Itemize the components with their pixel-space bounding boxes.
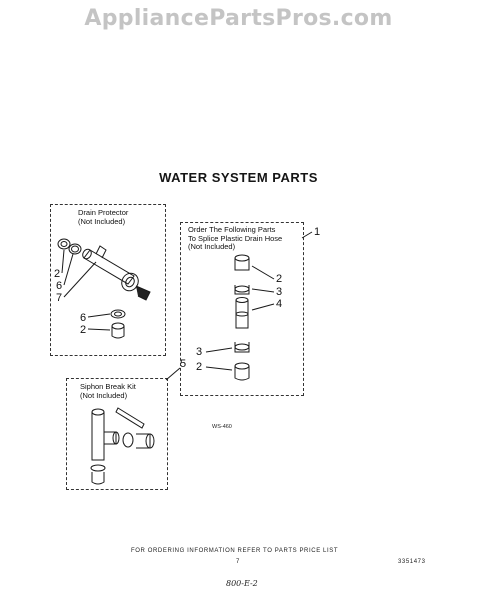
splice-kit-label-line3: (Not Included) [188,242,236,251]
drain-callout-2-top: 2 [54,268,61,280]
siphon-cap-icon [91,472,105,485]
splice-callout-3-top: 3 [276,286,283,298]
ordering-note: FOR ORDERING INFORMATION REFER TO PARTS … [131,548,339,554]
siphon-kit-ref-number: 5 [180,358,187,370]
splice-coupler-icon [235,300,249,329]
drain-callout-7: 7 [56,292,63,304]
siphon-kit-label-line1: Siphon Break Kit [80,382,136,391]
drain-callout-6-bottom: 6 [80,312,87,324]
splice-callout-2-top: 2 [276,273,283,285]
figure-code: WS-460 [212,424,232,430]
handwritten-note: 800-E-2 [226,579,258,588]
siphon-kit-box [66,378,168,490]
watermark-text: AppliancePartsPros.com [84,6,393,31]
page-number: 7 [236,559,240,565]
drain-callout-6-top: 6 [56,280,63,292]
siphon-rod-icon [115,407,145,429]
drain-protector-box [50,204,166,356]
part-number: 3351473 [398,559,426,565]
splice-callout-2-bottom: 2 [196,361,203,373]
siphon-tee-icon [91,412,105,461]
drain-washer-icon [57,238,71,250]
splice-callout-4: 4 [276,298,283,310]
splice-adapter-top-icon [234,258,250,271]
siphon-kit-label: Siphon Break Kit (Not Included) [80,382,136,400]
siphon-kit-label-line2: (Not Included) [80,390,128,400]
drain-nut-icon [68,243,82,255]
splice-kit-label-line2: To Splice Plastic Drain Hose [188,233,283,243]
drain-protector-label-line2: (Not Included) [78,216,126,226]
siphon-nut-icon [122,432,134,448]
splice-adapter-bottom-icon [234,366,250,381]
drain-protector-label: Drain Protector (Not Included) [78,208,129,226]
drain-ring-icon [110,309,126,319]
splice-callout-3-bottom: 3 [196,346,203,358]
drain-callout-2-bottom: 2 [80,324,87,336]
siphon-kit-drawing [90,367,181,485]
drain-clamp-icon [135,285,151,301]
drain-protector-label-line1: Drain Protector [78,208,129,217]
splice-kit-drawing [205,231,313,381]
drain-cap-icon [111,326,125,339]
siphon-ring-icon [90,464,106,472]
splice-kit-label: Order The Following Parts To Splice Plas… [188,225,283,252]
splice-kit-ref-number: 1 [314,226,321,238]
siphon-coupling-icon [136,433,151,449]
page-title: WATER SYSTEM PARTS [159,170,318,185]
splice-kit-box [180,222,304,396]
drain-protector-body-icon [83,249,135,285]
drain-protector-drawing [57,238,151,339]
splice-kit-label-line1: Order The Following Parts [188,225,276,234]
